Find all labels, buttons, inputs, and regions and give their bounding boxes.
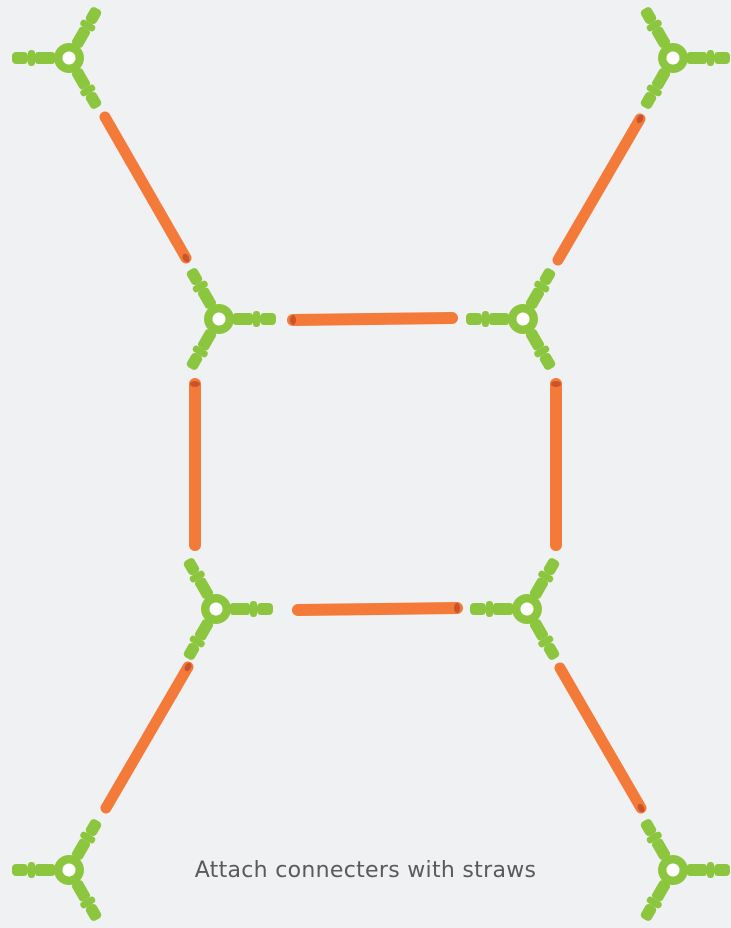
connector-top-left (12, 5, 104, 112)
straw-bottom-right-diagonal (560, 668, 646, 813)
straw-bottom-horizontal (298, 603, 460, 613)
straw-bottom-left-diagonal (106, 662, 193, 808)
straw-top-horizontal (290, 315, 452, 325)
connector-inner-top-right (466, 266, 558, 373)
connector-top-right (638, 5, 730, 112)
instruction-caption: Attach connecters with straws (0, 858, 731, 883)
connector-inner-bottom-right (470, 556, 562, 663)
connector-inner-top-left (184, 266, 276, 373)
straw-left-vertical (190, 381, 200, 545)
straw-right-vertical (551, 381, 561, 545)
straw-top-right-diagonal (558, 114, 645, 260)
connector-inner-bottom-left (181, 556, 273, 663)
straw-top-left-diagonal (105, 117, 191, 263)
